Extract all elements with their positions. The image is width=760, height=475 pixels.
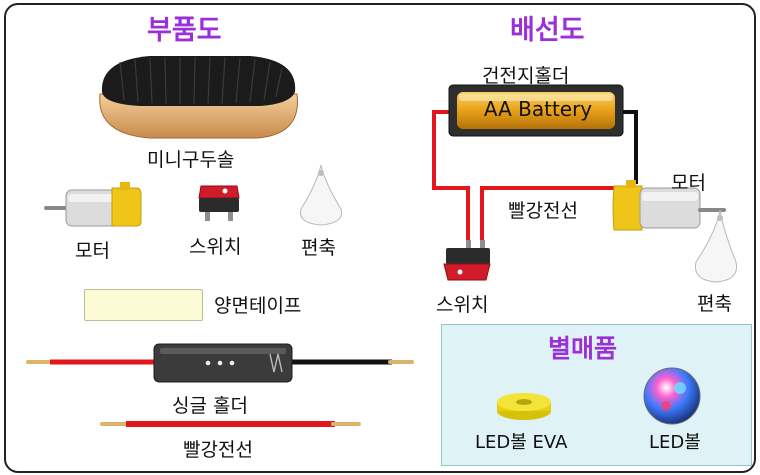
eccentric-label: 편축 bbox=[301, 237, 336, 259]
motor-label: 모터 bbox=[75, 240, 110, 262]
red-wire-switch-to-motor bbox=[480, 186, 630, 248]
double-sided-tape-image bbox=[84, 289, 203, 321]
wiring-switch-label: 스위치 bbox=[436, 294, 489, 316]
red-wire-image bbox=[100, 421, 361, 427]
wiring-eccentric-label: 편축 bbox=[697, 293, 732, 315]
optional-items-title: 별매품 bbox=[548, 334, 618, 363]
aa-battery-holder-image bbox=[448, 84, 624, 137]
single-holder-image bbox=[26, 343, 414, 383]
led-ball-image bbox=[643, 367, 701, 425]
red-wire-label: 빨강전선 bbox=[183, 439, 253, 461]
mini-shoe-brush-image bbox=[99, 56, 299, 139]
switch-image bbox=[198, 185, 240, 221]
battery-text: AA Battery bbox=[483, 97, 593, 121]
battery-holder-label: 건전지홀더 bbox=[482, 65, 570, 87]
wiring-red-wire-label: 빨강전선 bbox=[508, 200, 578, 222]
tape-label: 양면테이프 bbox=[214, 295, 302, 317]
wiring-motor-label: 모터 bbox=[671, 172, 706, 194]
switch-label: 스위치 bbox=[189, 236, 242, 258]
led-ball-eva-label: LED볼 EVA bbox=[475, 432, 568, 453]
black-wire-battery-to-motor bbox=[618, 110, 638, 184]
wiring-switch-image bbox=[443, 240, 491, 281]
wiring-eccentric-weight-image bbox=[694, 209, 738, 283]
wiring-motor-image bbox=[612, 180, 726, 231]
parts-title: 부품도 bbox=[147, 15, 222, 46]
single-holder-label: 싱글 홀더 bbox=[172, 395, 248, 417]
brush-label: 미니구두솔 bbox=[147, 149, 235, 171]
led-ball-eva-image bbox=[497, 393, 551, 420]
wiring-title: 배선도 bbox=[510, 15, 585, 46]
red-wire-battery-to-switch bbox=[432, 110, 470, 248]
motor-image bbox=[44, 182, 142, 227]
led-ball-label: LED볼 bbox=[649, 432, 701, 453]
eccentric-weight-image bbox=[299, 164, 343, 226]
